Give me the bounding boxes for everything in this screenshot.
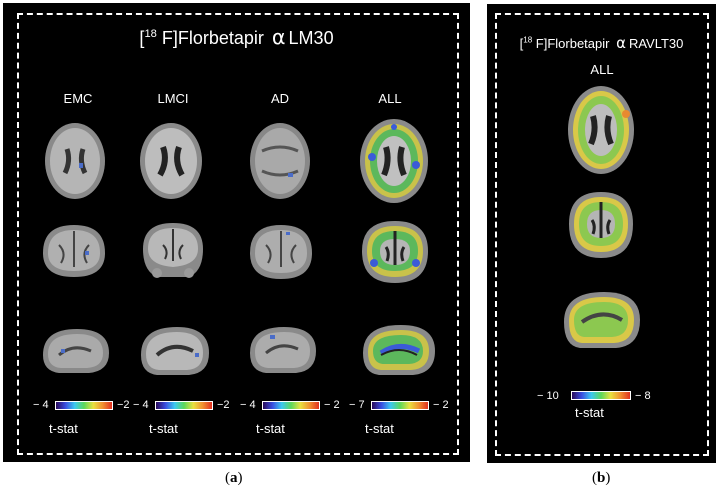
colorbar-min: − 4	[240, 399, 256, 411]
colorbar-label: t-stat	[575, 405, 604, 420]
colorbar-gradient	[571, 391, 631, 400]
brain-axial-all	[566, 84, 636, 176]
colorbar-max: − 8	[635, 390, 651, 402]
brain-sagittal-emc	[39, 325, 111, 377]
panel-b-dashed-border	[495, 13, 709, 456]
colorbar-min: − 10	[537, 390, 559, 402]
brain-sagittal-all	[359, 321, 437, 379]
column-label-ad: AD	[270, 91, 290, 106]
brain-sagittal-lmci	[137, 323, 211, 379]
colorbar-min: − 7	[349, 399, 365, 411]
column-label-emc: EMC	[63, 91, 93, 106]
brain-sagittal-ad	[246, 323, 318, 377]
colorbar-label: t-stat	[256, 421, 285, 436]
brain-axial-ad	[248, 121, 312, 201]
brain-axial-lmci	[138, 121, 204, 201]
caption-b: (b)	[592, 470, 611, 486]
column-label-all: ALL	[378, 91, 402, 106]
colorbar-min: − 4	[133, 399, 149, 411]
colorbar-max: − 2	[324, 399, 340, 411]
brain-coronal-ad	[248, 223, 314, 281]
colorbar-gradient	[55, 401, 113, 410]
colorbar-label: t-stat	[49, 421, 78, 436]
brain-coronal-all	[567, 190, 635, 260]
column-label-all: ALL	[590, 62, 614, 77]
colorbar-max: − 2	[433, 399, 449, 411]
brain-sagittal-all	[560, 288, 642, 352]
brain-coronal-lmci	[141, 221, 205, 283]
brain-coronal-emc	[41, 223, 107, 279]
colorbar-max: −2	[117, 399, 130, 411]
colorbar-label: t-stat	[149, 421, 178, 436]
brain-axial-emc	[43, 121, 107, 201]
brain-axial-all	[358, 117, 430, 205]
panel-a-dashed-border	[17, 13, 459, 455]
colorbar-gradient	[371, 401, 429, 410]
colorbar-min: − 4	[33, 399, 49, 411]
column-label-lmci: LMCI	[157, 91, 189, 106]
caption-a: (a)	[225, 470, 243, 486]
brain-coronal-all	[360, 219, 430, 285]
colorbar-gradient	[262, 401, 320, 410]
colorbar-label: t-stat	[365, 421, 394, 436]
colorbar-gradient	[155, 401, 213, 410]
colorbar-max: −2	[217, 399, 230, 411]
